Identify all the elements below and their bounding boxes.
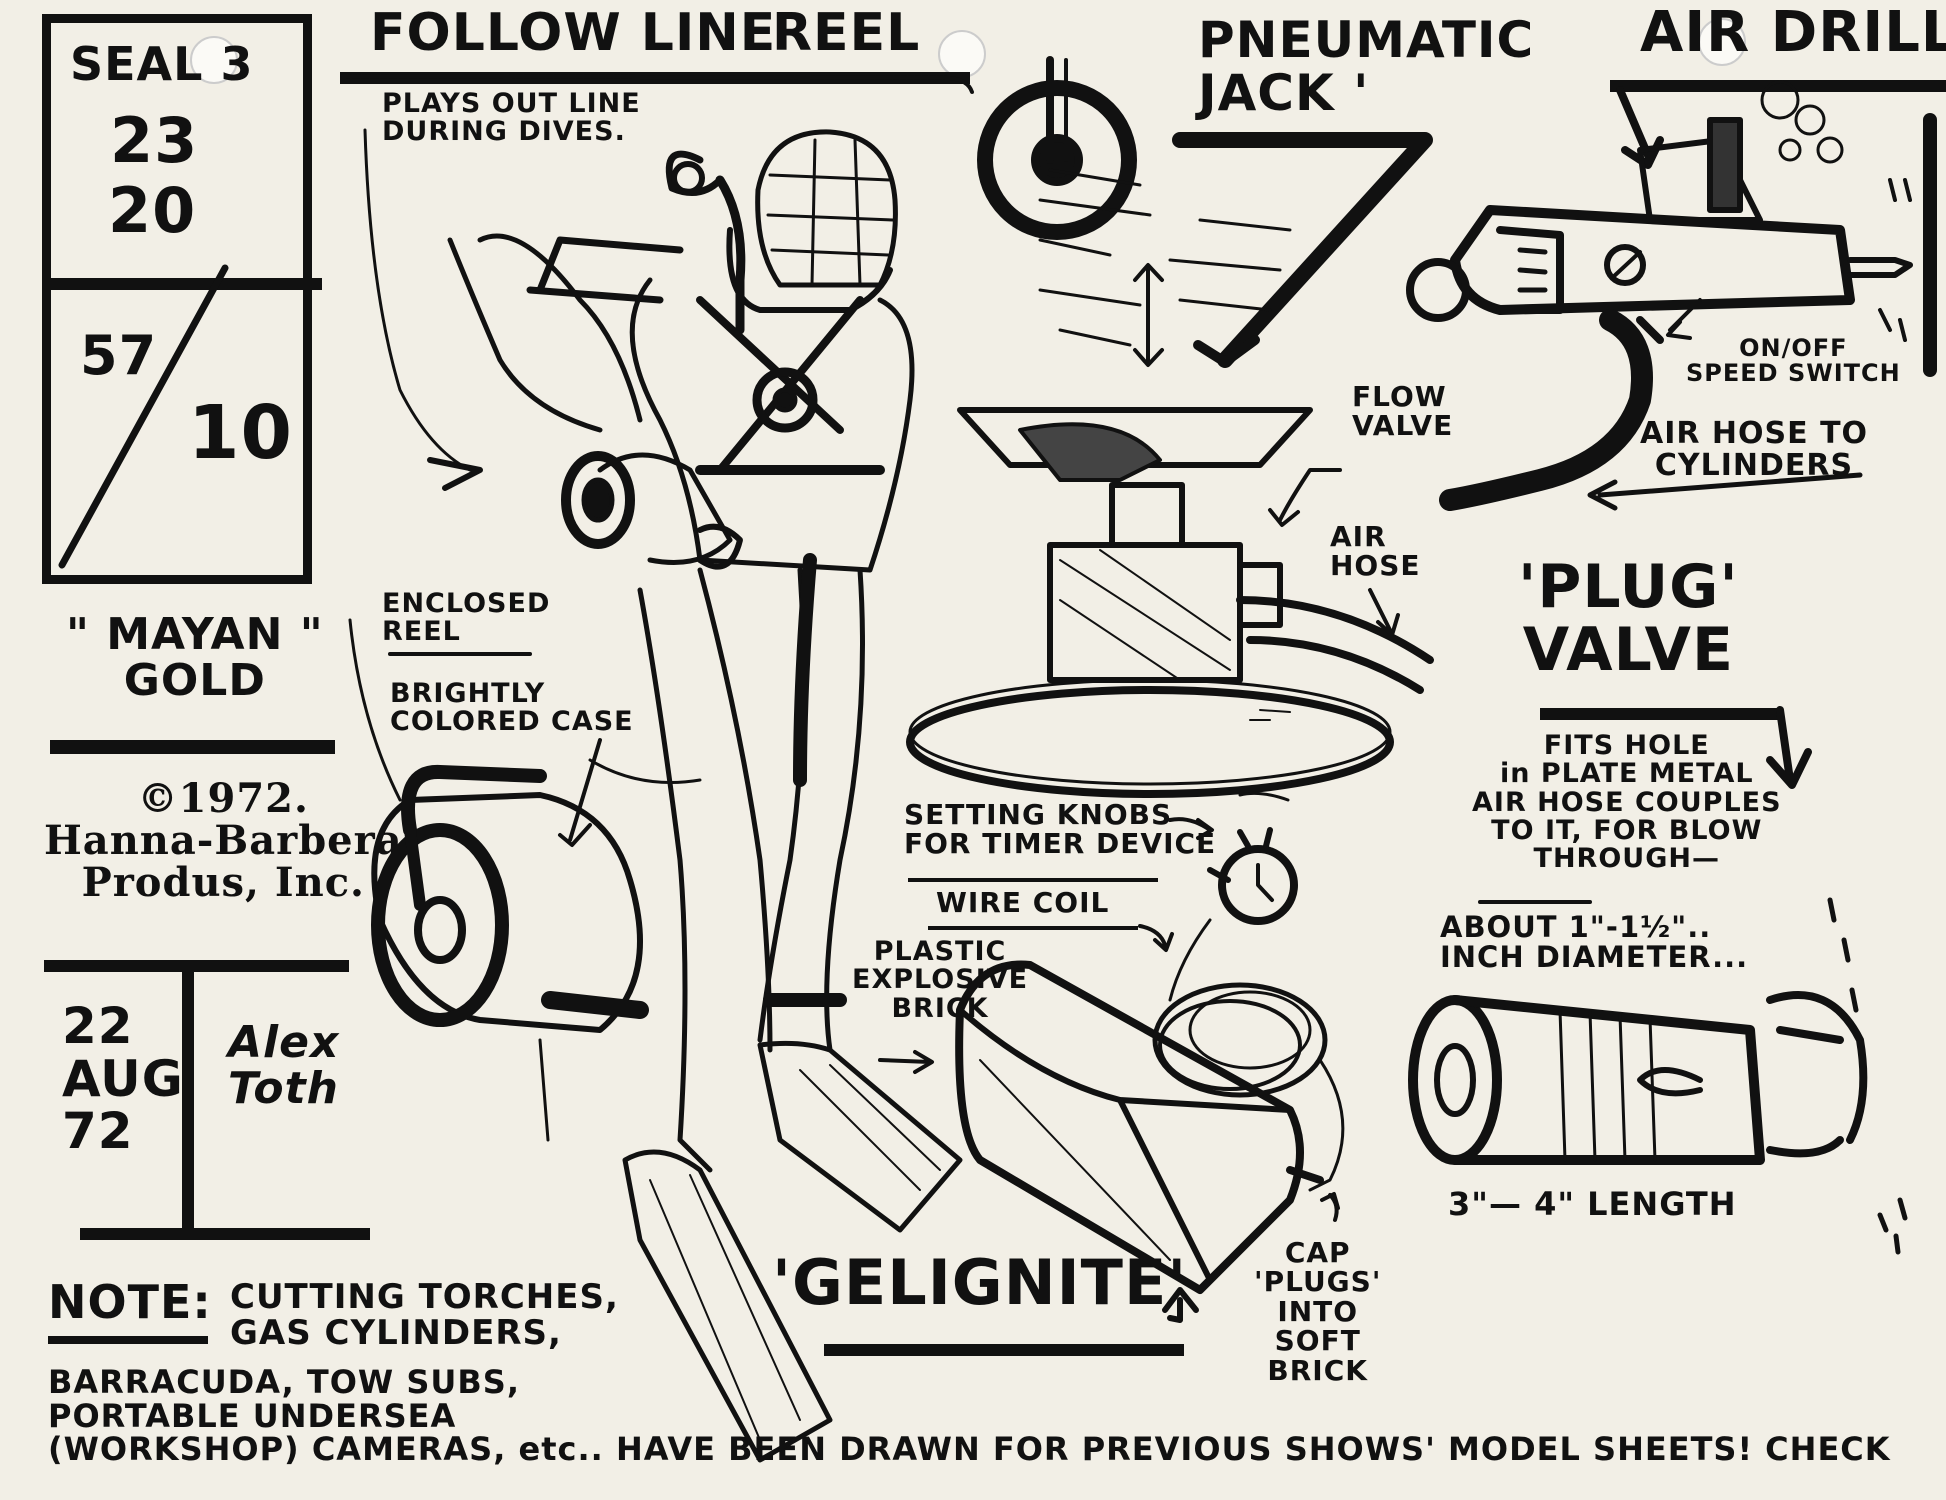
scuba-diver (363, 128, 963, 1463)
length-label: 3"— 4" LENGTH (1448, 1185, 1737, 1223)
cap-plugs-label: CAP 'PLUGS' INTO SOFT BRICK (1254, 1236, 1382, 1387)
plays-out-label: PLAYS OUT LINE DURING DIVES. (382, 88, 641, 148)
seal-count: 20 (108, 174, 197, 247)
setting-knobs-label: SETTING KNOBS FOR TIMER DEVICE (904, 798, 1217, 861)
flow-valve-label: FLOW VALVE (1352, 380, 1454, 443)
copyright-notice: ©1972. Hanna-Barbera Produs, Inc. (44, 775, 403, 906)
air-hose-label: AIR HOSE (1330, 520, 1421, 583)
info-box (42, 14, 312, 584)
punch-hole (938, 30, 986, 78)
air-hose-to-cylinders-label: AIR HOSE TO CYLINDERS (1640, 416, 1869, 483)
note-label: NOTE: (48, 1275, 212, 1329)
date-block-top-rule (44, 960, 349, 972)
punch-hole (190, 36, 238, 84)
show-title: " MAYAN " GOLD (66, 609, 324, 707)
sheet-slash (58, 264, 229, 569)
knobs-divider (908, 878, 1158, 882)
artist-signature: Alex Toth (228, 1017, 340, 1115)
plug-valve-underline (1540, 708, 1780, 720)
wire-coil-label: WIRE COIL (936, 886, 1110, 919)
follow-line-reel (340, 56, 1137, 240)
seal-number: SEAL 3 (70, 37, 254, 91)
info-divider (42, 278, 322, 290)
date-label: 22 AUG 72 (62, 997, 184, 1160)
pneumatic-jack (906, 132, 1434, 798)
brightly-colored-case-label: BRIGHTLY COLORED CASE (390, 678, 634, 738)
diameter-label: ABOUT 1"-1½".. INCH DIAMETER... (1440, 910, 1749, 975)
note-text-right: CUTTING TORCHES, GAS CYLINDERS, (230, 1277, 619, 1353)
enclosed-reel (348, 618, 702, 1142)
on-off-switch-label: ON/OFF SPEED SWITCH (1686, 334, 1901, 388)
heading-gelignite: 'GELIGNITE' (772, 1246, 1188, 1319)
air-drill-underline (1610, 80, 1946, 92)
seal-scene: 23 (110, 104, 199, 177)
heading-air-drill: AIR DRILL (1640, 0, 1946, 65)
coil-underline (928, 926, 1138, 930)
air-drill (1406, 80, 1937, 511)
fits-hole-label: FITS HOLE in PLATE METAL AIR HOSE COUPLE… (1472, 730, 1782, 875)
heading-plug-valve: 'PLUG' VALVE (1518, 552, 1739, 685)
gelignite-underline (824, 1344, 1184, 1356)
sheet-total: 10 (188, 390, 293, 476)
sheet-number: 57 (80, 324, 158, 387)
heading-reel: REEL (772, 3, 921, 63)
heading-follow-line: FOLLOW LINE (370, 3, 777, 63)
note-text: BARRACUDA, TOW SUBS, PORTABLE UNDERSEA (… (48, 1363, 1891, 1469)
title-underline (50, 740, 335, 754)
enclosed-reel-label: ENCLOSED REEL (382, 588, 551, 648)
heading-pneumatic-jack: PNEUMATIC JACK ' (1198, 11, 1535, 122)
punch-hole (1698, 18, 1746, 66)
note-underline (48, 1336, 208, 1344)
gelignite-brick (878, 817, 1345, 1323)
date-block-divider (182, 970, 194, 1228)
date-block-bottom-rule (80, 1228, 370, 1240)
plug-valve (1408, 706, 1908, 1255)
